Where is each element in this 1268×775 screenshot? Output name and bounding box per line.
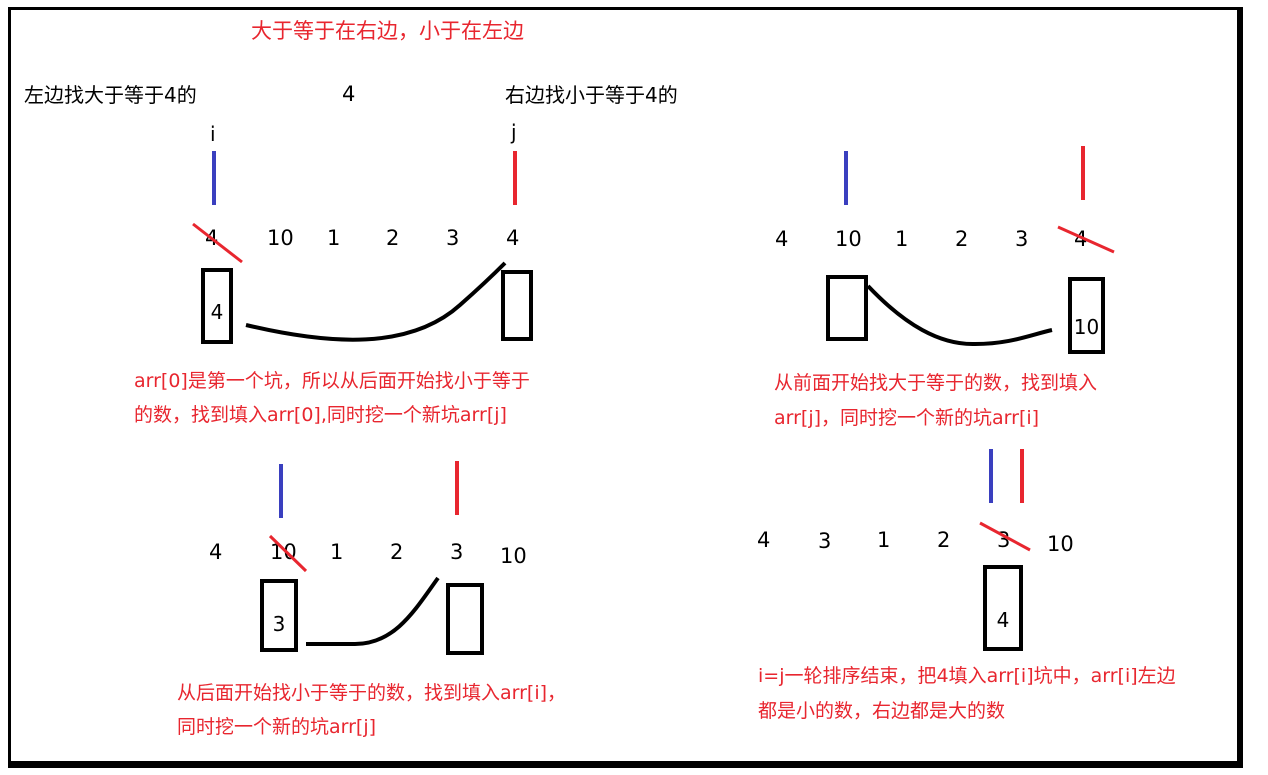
step3-value-0: 4 — [209, 540, 223, 564]
j-pointer-label: j — [511, 120, 517, 144]
step1-strike — [192, 222, 243, 264]
step2-pit-left — [826, 275, 868, 341]
step1-value-1: 10 — [267, 226, 294, 250]
left-search-label: 左边找大于等于4的 — [24, 83, 197, 107]
step3-caption-line2: 同时挖一个新的坑arr[j] — [177, 716, 377, 738]
step2-value-0: 4 — [775, 227, 789, 251]
step2-value-3: 2 — [955, 227, 969, 251]
step3-caption-line1: 从后面开始找小于等于的数，找到填入arr[i]， — [177, 682, 567, 704]
step2-value-1: 10 — [835, 227, 862, 251]
step2-value-5: 4 — [1074, 227, 1088, 251]
step2-fill-curve — [866, 284, 1053, 347]
step4-pit-value: 4 — [996, 608, 1010, 632]
diagram-frame — [8, 7, 1243, 768]
step2-value-4: 3 — [1015, 227, 1029, 251]
step1-value-3: 2 — [386, 226, 400, 250]
diagram-title: 大于等于在右边，小于在左边 — [251, 19, 524, 43]
step1-value-5: 4 — [506, 226, 520, 250]
step1-pit-left-value: 4 — [210, 300, 224, 324]
step2-pit-right-value: 10 — [1073, 315, 1100, 339]
pivot-value: 4 — [342, 82, 356, 106]
step1-caption-line2: 的数，找到填入arr[0],同时挖一个新坑arr[j] — [134, 404, 507, 426]
step1-pit-left: 4 — [201, 268, 233, 344]
step4-caption-line2: 都是小的数，右边都是大的数 — [758, 700, 1006, 722]
step4-value-5: 10 — [1047, 532, 1074, 556]
step4-value-1: 3 — [818, 529, 832, 553]
step3-fill-curve — [306, 576, 440, 646]
step2-caption-line1: 从前面开始找大于等于的数，找到填入 — [774, 372, 1098, 394]
step4-value-2: 1 — [877, 528, 891, 552]
step2-strike — [1057, 225, 1115, 254]
step3-value-5: 10 — [500, 544, 527, 568]
step1-pit-right — [501, 270, 533, 341]
step1-caption-line1: arr[0]是第一个坑，所以从后面开始找小于等于 — [134, 370, 530, 392]
right-search-label: 右边找小于等于4的 — [505, 83, 678, 107]
step3-value-2: 1 — [330, 540, 344, 564]
step4-strike — [979, 521, 1031, 552]
step3-value-4: 3 — [450, 540, 464, 564]
step2-pit-right: 10 — [1068, 277, 1105, 354]
step3-value-3: 2 — [390, 540, 404, 564]
step1-fill-curve — [245, 261, 507, 342]
step1-value-2: 1 — [327, 226, 341, 250]
step2-value-2: 1 — [895, 227, 909, 251]
step3-pit-left-value: 3 — [272, 612, 286, 636]
i-pointer-label: i — [210, 122, 216, 146]
step3-strike — [268, 534, 308, 573]
step4-value-3: 2 — [937, 528, 951, 552]
step4-caption-line1: i=j一轮排序结束，把4填入arr[i]坑中，arr[i]左边 — [758, 665, 1176, 687]
step4-pit: 4 — [983, 565, 1023, 651]
step3-pit-left: 3 — [260, 579, 298, 652]
step3-pit-right — [446, 583, 484, 655]
step1-value-4: 3 — [446, 226, 460, 250]
step2-caption-line2: arr[j]，同时挖一个新的坑arr[i] — [774, 407, 1040, 429]
step4-value-0: 4 — [757, 528, 771, 552]
